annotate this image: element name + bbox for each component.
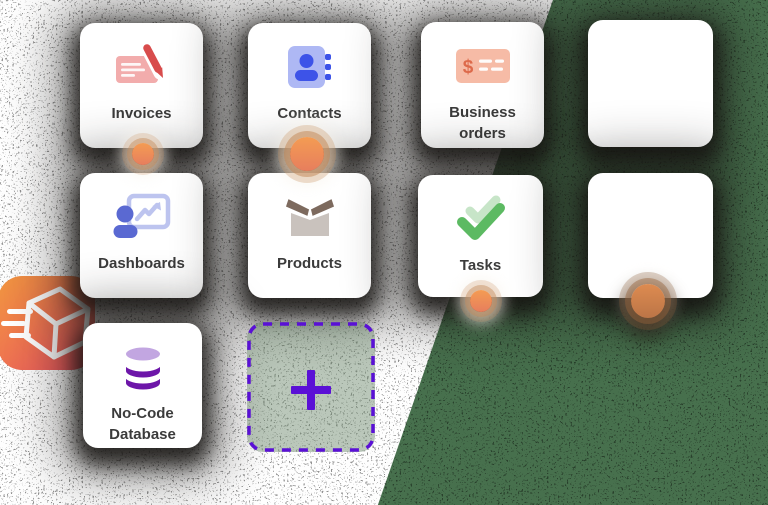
brand-logo xyxy=(0,276,95,370)
module-card-dashboards[interactable]: Dashboards xyxy=(80,173,203,298)
double-checkmark-icon xyxy=(456,195,505,240)
module-card-tasks[interactable]: Tasks xyxy=(418,175,543,297)
open-box-icon xyxy=(283,196,336,236)
database-icon xyxy=(123,345,162,391)
invoice-pencil-icon xyxy=(115,43,166,83)
orange-dot xyxy=(470,290,492,312)
orange-dot xyxy=(132,143,154,165)
module-card-label: Contacts xyxy=(277,105,342,122)
module-card-no-code-database[interactable]: No-Code Database xyxy=(83,323,202,448)
module-card-label: Tasks xyxy=(459,257,502,274)
module-card-label: Dashboards xyxy=(98,255,185,272)
plus-icon xyxy=(307,370,315,410)
person-chart-icon xyxy=(113,193,170,238)
module-card-business-orders[interactable]: $ Business orders xyxy=(421,22,544,148)
speeding-cube-icon xyxy=(0,286,90,360)
dollar-receipt-icon: $ xyxy=(455,49,510,83)
module-card-label: Invoices xyxy=(111,105,172,122)
orange-dot xyxy=(631,284,665,318)
orange-dot xyxy=(290,137,324,171)
module-card-label: Products xyxy=(276,255,342,272)
blank-card xyxy=(588,173,713,298)
module-card-label: Business orders xyxy=(449,104,516,142)
blank-card xyxy=(588,20,713,147)
add-module-card[interactable] xyxy=(247,322,375,452)
module-card-invoices[interactable]: Invoices xyxy=(80,23,203,148)
address-book-icon xyxy=(287,46,331,88)
svg-text:$: $ xyxy=(462,57,473,78)
module-card-contacts[interactable]: Contacts xyxy=(248,23,371,148)
module-card-label: No-Code Database xyxy=(109,405,176,443)
module-card-products[interactable]: Products xyxy=(248,173,371,298)
